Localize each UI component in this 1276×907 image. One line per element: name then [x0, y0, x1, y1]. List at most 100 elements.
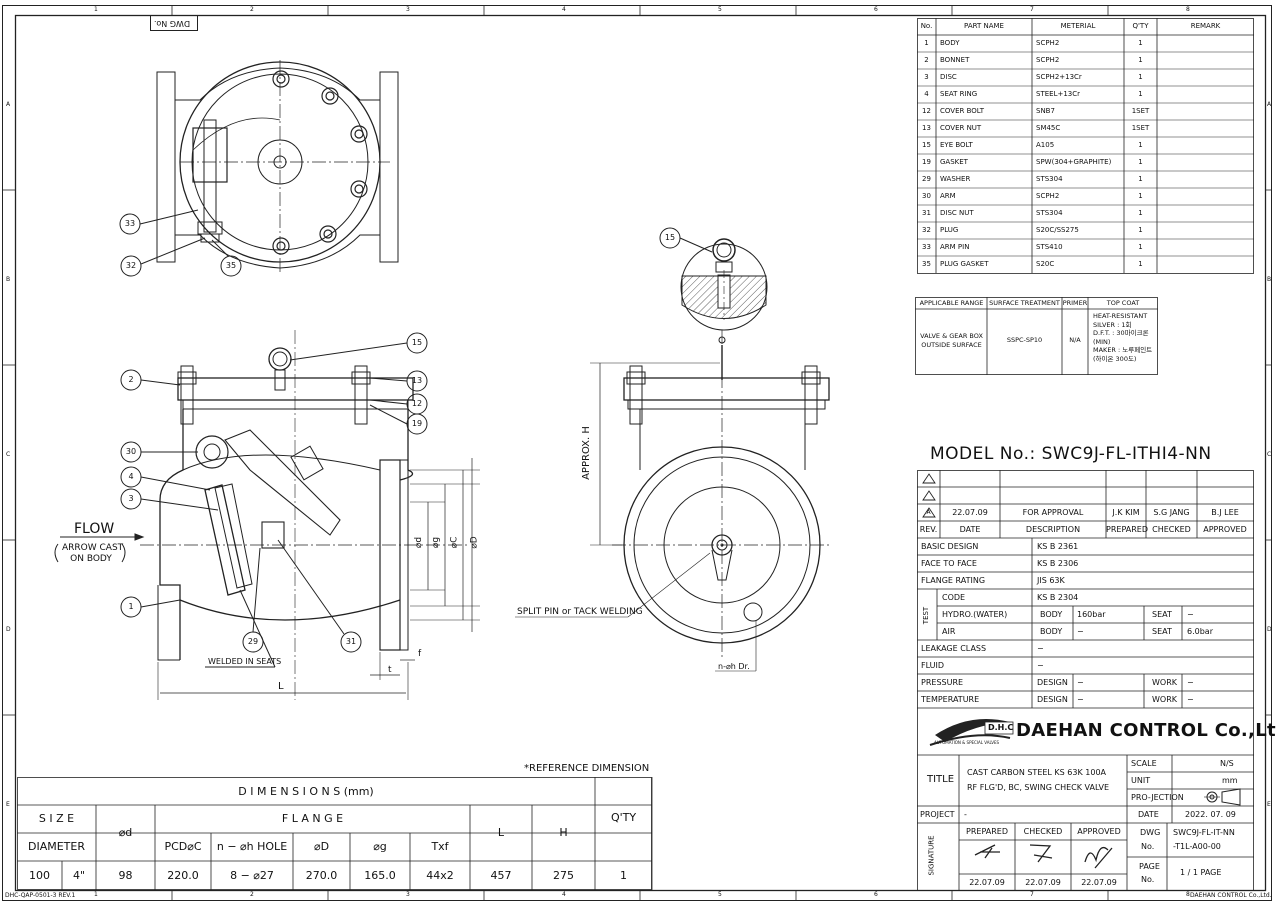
- spec-pressure-design: −: [1077, 678, 1084, 687]
- coating-range-line2: OUTSIDE SURFACE: [921, 341, 982, 349]
- unit-label: UNIT: [1131, 776, 1151, 785]
- company-logo-shape: [929, 718, 1014, 746]
- spec-flange-value: JIS 63K: [1037, 576, 1065, 585]
- spec-leakage-label: LEAKAGE CLASS: [921, 644, 987, 653]
- coating-primer: N/A: [1069, 336, 1081, 344]
- model-number: MODEL No.: SWC9J-FL-ITHI4-NN: [930, 444, 1212, 464]
- balloon-32: 32: [125, 261, 137, 270]
- parts-row-cell: SEAT RING: [940, 90, 978, 98]
- spec-hydro-body-label: BODY: [1040, 610, 1063, 619]
- welded-note: WELDED IN SEATS: [208, 657, 282, 666]
- spec-face-value: KS B 2306: [1037, 559, 1079, 568]
- dimensions-table-grid: [17, 777, 652, 890]
- parts-row-cell: 12: [922, 107, 931, 115]
- spec-temperature-label: TEMPERATURE: [921, 695, 980, 704]
- sig-date-prepared: 22.07.09: [969, 878, 1005, 887]
- footer-company: DAEHAN CONTROL Co.,Ltd.: [1190, 892, 1272, 899]
- dim-g-label: ⌀g: [431, 536, 442, 549]
- parts-row-cell: S20C/SS275: [1036, 226, 1079, 234]
- dim-table-value: 220.0: [167, 869, 199, 882]
- end-view: [515, 330, 832, 672]
- dim-table-value: 270.0: [305, 869, 338, 882]
- parts-row-cell: PLUG GASKET: [940, 260, 989, 268]
- dim-table-value: 1: [620, 869, 627, 882]
- dim-table-value: 165.0: [364, 869, 396, 882]
- dim-table-pcd: PCD⌀C: [164, 840, 202, 853]
- spec-pressure-work-label: WORK: [1152, 678, 1178, 687]
- zone-label-top: 3: [406, 6, 410, 13]
- dim-table-diameter: DIAMETER: [28, 840, 85, 853]
- split-pin-note: SPLIT PIN or TACK WELDING: [517, 607, 643, 617]
- dim-d-label: ⌀d: [414, 536, 425, 549]
- rev-a-desc: FOR APPROVAL: [1022, 508, 1084, 517]
- parts-row-cell: SNB7: [1036, 107, 1055, 115]
- parts-row-cell: A105: [1036, 141, 1055, 149]
- coating-table-grid: [915, 297, 1158, 375]
- parts-row-cell: PLUG: [940, 226, 959, 234]
- dim-table-title: D I M E N S I O N S (mm): [238, 785, 374, 798]
- dwg-number-1: SWC9J-FL-IT-NN: [1173, 828, 1235, 837]
- balloon-29: 29: [247, 637, 259, 646]
- parts-row-cell: WASHER: [940, 175, 971, 183]
- form-code: DHC-QAP-0501-3 REV.1: [5, 892, 76, 899]
- balloon-3: 3: [128, 494, 134, 503]
- spec-fluid-label: FLUID: [921, 661, 945, 670]
- coating-topcoat-line: D.F.T. : 30마이크론: [1093, 329, 1149, 338]
- parts-row-cell: BODY: [940, 39, 960, 47]
- dim-table-D: ⌀D: [313, 840, 330, 853]
- parts-row-cell: 13: [922, 124, 931, 132]
- zone-label-top: 2: [250, 6, 254, 13]
- reference-dimension-note: *REFERENCE DIMENSION: [524, 763, 650, 774]
- balloon-15-top: 15: [664, 233, 676, 242]
- spec-code-label: CODE: [942, 593, 966, 602]
- parts-row-cell: COVER NUT: [940, 124, 982, 132]
- coating-header-primer: PRIMER: [1062, 299, 1088, 307]
- projection-label: PRO-JECTION: [1131, 793, 1184, 802]
- parts-row-cell: STS304: [1036, 175, 1063, 183]
- flow-note-2: ON BODY: [70, 554, 112, 564]
- rev-a-checked: S.G JANG: [1153, 508, 1190, 517]
- scale-label: SCALE: [1131, 759, 1157, 768]
- dwg-number-2: -T1L-A00-00: [1173, 842, 1221, 851]
- dim-table-L: L: [497, 826, 505, 839]
- zone-label-right: A: [1267, 101, 1272, 108]
- parts-header-cell: Q'TY: [1132, 22, 1149, 30]
- parts-row-cell: 1: [1138, 141, 1143, 149]
- zone-label-bottom: 1: [94, 891, 98, 898]
- parts-row-cell: STEEL+13Cr: [1036, 90, 1081, 98]
- project-value: -: [964, 810, 967, 819]
- parts-row-cell: 35: [922, 260, 931, 268]
- dim-D-label: ⌀D: [469, 536, 480, 549]
- coating-topcoat-line: SILVER : 1회: [1093, 320, 1132, 329]
- parts-row-cell: SPW(304+GRAPHITE): [1036, 158, 1112, 166]
- spec-pressure-label: PRESSURE: [921, 678, 964, 687]
- spec-temperature-work-label: WORK: [1152, 695, 1178, 704]
- zone-label-right: B: [1267, 276, 1272, 283]
- parts-row-cell: 1: [1138, 209, 1143, 217]
- coating-topcoat-line: HEAT-RESISTANT: [1093, 312, 1148, 320]
- signature-label: SIGNATURE: [927, 835, 936, 876]
- balloon-4: 4: [128, 472, 134, 481]
- parts-row-cell: 15: [922, 141, 931, 149]
- zone-label-left: E: [6, 801, 10, 808]
- parts-row-cell: GASKET: [940, 158, 968, 166]
- zone-label-left: A: [6, 101, 11, 108]
- balloon-2: 2: [128, 375, 134, 384]
- unit-value: mm: [1222, 776, 1238, 785]
- parts-row-cell: SCPH2: [1036, 39, 1060, 47]
- zone-label-right: E: [1267, 801, 1271, 808]
- balloon-33: 33: [124, 219, 136, 228]
- parts-header-cell: PART NAME: [964, 22, 1004, 30]
- parts-row-cell: SCPH2+13Cr: [1036, 73, 1082, 81]
- coating-header-range: APPLICABLE RANGE: [919, 299, 984, 307]
- spec-temperature-design-label: DESIGN: [1037, 695, 1068, 704]
- spec-hydro-label: HYDRO.(WATER): [942, 610, 1008, 619]
- rev-header-checked: CHECKED: [1152, 525, 1191, 534]
- section-view-body: [54, 330, 724, 700]
- spec-temperature-design: −: [1077, 695, 1084, 704]
- dim-table-value: 98: [118, 869, 133, 882]
- parts-row-cell: COVER BOLT: [940, 107, 984, 115]
- spec-flange-label: FLANGE RATING: [921, 576, 986, 585]
- dim-L-label: L: [278, 681, 284, 692]
- rev-header-approved: APPROVED: [1203, 525, 1247, 534]
